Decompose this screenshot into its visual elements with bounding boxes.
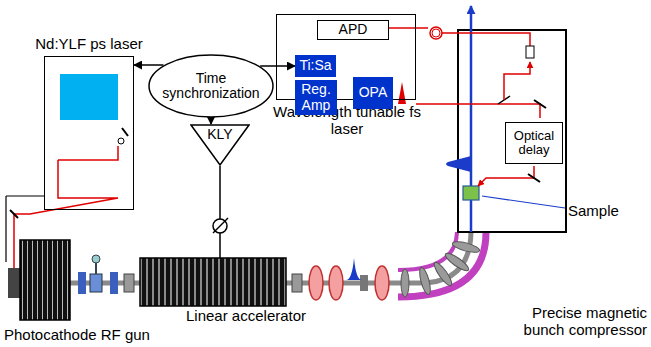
- flange: [292, 274, 302, 292]
- lens: [118, 138, 124, 144]
- delay-box: Optical delay: [505, 122, 563, 164]
- detector-box: APD: [317, 20, 389, 40]
- laser-path: [504, 62, 530, 100]
- dipole-magnet: [398, 232, 486, 297]
- node-text: Nd:YLF ps laser: [35, 36, 143, 53]
- photodiode: [526, 46, 534, 58]
- ellipse-outline: [149, 55, 273, 117]
- fiber: [388, 27, 428, 29]
- compressor-magnet: [401, 269, 409, 297]
- node-text: OPA: [359, 85, 388, 100]
- compressor-magnet: [432, 260, 455, 288]
- phase-shifter: [213, 219, 227, 233]
- node-text: Ti:Sa: [299, 58, 331, 73]
- flange: [360, 275, 368, 291]
- quadrupole-magnet: [375, 266, 389, 300]
- electron-bunch: [346, 258, 362, 280]
- node-text: APD: [339, 22, 368, 37]
- laser-box: Wavelength tunable fs laserAPDTi:SaReg. …: [276, 14, 416, 100]
- valve-knob: [92, 255, 100, 263]
- part-label: Precise magnetic bunch compressor: [513, 304, 647, 339]
- laser-crystal: [60, 74, 118, 120]
- fiber-coil: [430, 27, 442, 39]
- part-label: Linear accelerator: [186, 307, 306, 324]
- electron-bunch: [446, 156, 471, 172]
- laser-box: Nd:YLF ps laser: [44, 56, 134, 210]
- laser-path: [416, 104, 540, 118]
- compressor-magnet: [418, 266, 433, 295]
- klystron-triangle: KLY: [190, 124, 250, 166]
- triangle-outline: [191, 125, 249, 165]
- mirror: [528, 174, 540, 182]
- laser-path: [58, 146, 118, 160]
- quadrupole-magnet: [309, 266, 323, 300]
- node-text: Optical delay: [509, 129, 559, 158]
- node-text: Reg. Amp: [297, 82, 335, 113]
- linac-structure: [140, 258, 286, 306]
- quadrupole-magnet: [329, 266, 343, 300]
- connector: [260, 65, 295, 67]
- node-text: Wavelength tunable fs laser: [267, 104, 427, 137]
- rf-gun-solenoid: [20, 240, 70, 320]
- sample: [463, 186, 479, 200]
- part-label: Sample: [568, 202, 619, 219]
- laser-pulse: [398, 82, 406, 104]
- rf-waveguide: [219, 166, 221, 258]
- compressor-magnet: [451, 240, 480, 255]
- cathode-flange: [8, 268, 20, 298]
- connector: [134, 64, 163, 66]
- linac-outline: [140, 258, 286, 306]
- experiment-chamber: [458, 30, 566, 232]
- compressor-magnet: [443, 251, 471, 274]
- connector: [210, 118, 212, 124]
- sync-ellipse: Time synchronization: [148, 54, 274, 118]
- bellows: [78, 272, 86, 294]
- signal-line: [5, 196, 6, 262]
- mirror: [10, 210, 18, 218]
- laser-module: Reg. Amp: [295, 80, 337, 115]
- signal-line: [6, 195, 44, 196]
- flange: [124, 274, 134, 292]
- bellows: [110, 272, 118, 294]
- part-label: Photocathode RF gun: [4, 326, 150, 343]
- rf-gun-outline: [20, 240, 70, 320]
- laser-path: [478, 166, 534, 186]
- mirror: [534, 100, 546, 108]
- node-text: KLY: [190, 127, 250, 142]
- leader-line: [482, 196, 565, 208]
- laser-module: OPA: [353, 77, 393, 109]
- valve: [90, 274, 102, 292]
- phase-shifter-arrow: [213, 218, 228, 233]
- laser-module: Ti:Sa: [295, 55, 336, 77]
- node-text: Time synchronization: [148, 71, 274, 102]
- fiber: [442, 33, 530, 46]
- fiber-coil: [432, 29, 440, 37]
- mirror: [122, 128, 128, 136]
- dipole-magnet: [398, 232, 457, 270]
- valve-stem: [95, 262, 97, 274]
